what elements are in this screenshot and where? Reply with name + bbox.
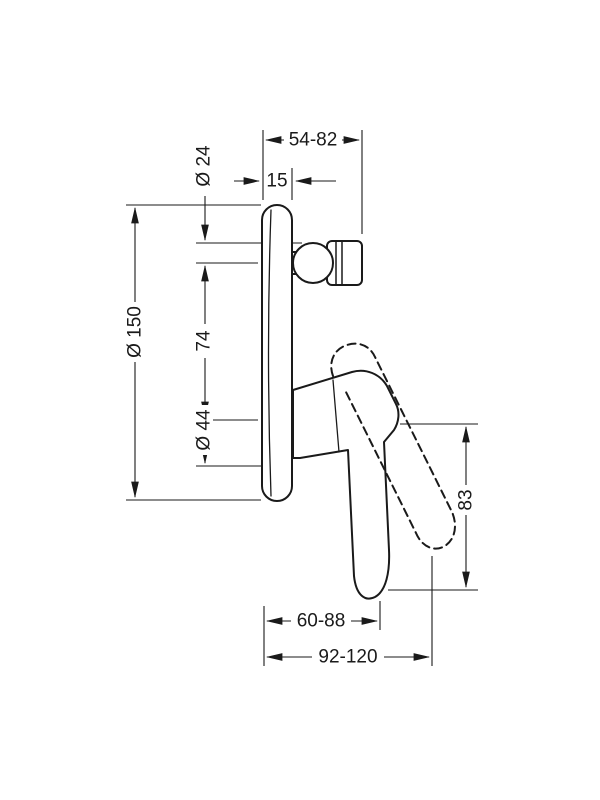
dim-label-valve-width: 54-82 xyxy=(289,130,338,151)
label-mask xyxy=(291,612,351,630)
label-mask xyxy=(284,131,342,149)
dim-label-axis-spacing: 74 xyxy=(194,330,215,352)
handle-seam xyxy=(332,379,340,453)
dim-label-spindle-diameter: Ø 24 xyxy=(194,145,215,187)
mixer-body xyxy=(261,204,456,600)
dim-label-wall-depth: 15 xyxy=(266,171,287,192)
label-mask xyxy=(195,405,213,455)
label-mask xyxy=(457,485,475,515)
dim-label-sleeve-diameter: Ø 44 xyxy=(194,409,215,451)
escutcheon-plate xyxy=(261,204,293,502)
dimension-labels: 54-82 15 Ø 24 Ø 150 74 Ø 44 83 xyxy=(125,130,477,668)
label-mask xyxy=(195,324,213,358)
dim-label-total-projection: 92-120 xyxy=(318,647,377,668)
handle-lever xyxy=(292,369,400,600)
valve-spindle xyxy=(292,242,334,284)
handle-lever-dashed xyxy=(330,342,456,550)
dim-label-projection: 60-88 xyxy=(297,611,346,632)
dim-label-escutcheon-diameter: Ø 150 xyxy=(125,306,146,358)
label-mask xyxy=(126,302,144,362)
dim-label-handle-length: 83 xyxy=(456,489,477,510)
label-mask xyxy=(312,648,384,666)
plate-profile-line xyxy=(267,209,272,497)
